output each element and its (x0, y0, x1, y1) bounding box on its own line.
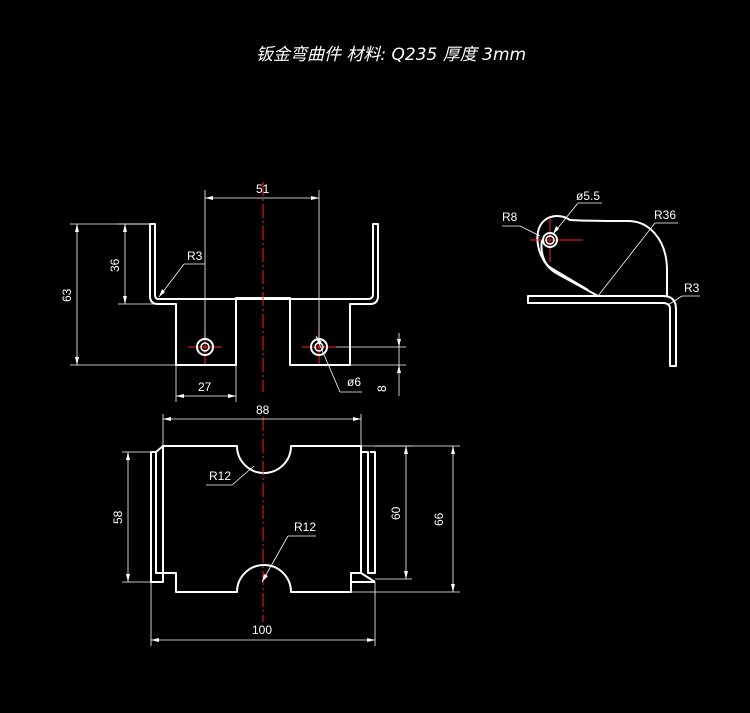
radius-r8-label: R8 (502, 210, 518, 224)
leader-r12-bottom: R12 (261, 520, 316, 583)
dim-63-label: 63 (60, 288, 74, 302)
front-hole-left (188, 330, 222, 364)
dim-66-label: 66 (432, 512, 446, 526)
leader-r8: R8 (502, 210, 541, 237)
dim-58: 58 (111, 451, 151, 583)
dim-63: 63 (60, 223, 176, 366)
leader-d6: ø6 (315, 335, 362, 393)
radius-r3-side-label: R3 (684, 281, 700, 295)
dim-60: 60 (375, 445, 412, 580)
dim-51-label: 51 (256, 182, 270, 196)
side-view-hook-inner (540, 239, 589, 291)
radius-r36-label: R36 (654, 208, 676, 222)
radius-r12-top-label: R12 (209, 469, 231, 483)
dim-100: 100 (150, 582, 376, 646)
side-view: R8 ø5.5 R36 R3 (502, 189, 700, 367)
side-view-hook (536, 215, 668, 297)
dim-8: 8 (336, 333, 406, 396)
leader-r3-side: R3 (667, 281, 700, 306)
drawing-title: 钣金弯曲件 材料: Q235 厚度 3mm (256, 45, 526, 65)
dim-27: 27 (175, 365, 237, 402)
dim-100-label: 100 (252, 623, 272, 637)
front-view: 51 36 63 R3 (60, 182, 406, 402)
plan-view-body (162, 445, 362, 593)
side-hole (530, 218, 583, 262)
plan-view: 88 R12 R12 58 (111, 403, 460, 646)
hole-d6-label: ø6 (347, 375, 361, 389)
radius-r12-bottom-label: R12 (294, 520, 316, 534)
dim-58-label: 58 (111, 510, 125, 524)
leader-d55: ø5.5 (552, 189, 602, 235)
leader-r12-top: R12 (206, 465, 255, 486)
dim-88-label: 88 (256, 403, 270, 417)
plan-view-right-flange (361, 451, 376, 574)
radius-r3-front-label: R3 (187, 249, 203, 263)
leader-r3-front: R3 (158, 249, 205, 298)
hole-d55-label: ø5.5 (576, 189, 600, 203)
dim-51: 51 (204, 182, 320, 340)
side-view-base (527, 295, 677, 367)
front-view-outline (149, 223, 379, 366)
dim-88: 88 (162, 403, 362, 446)
dim-36-label: 36 (108, 258, 122, 272)
plan-view-left-flange (150, 451, 164, 583)
dim-27-label: 27 (198, 380, 212, 394)
dim-60-label: 60 (389, 506, 403, 520)
dim-66: 66 (351, 445, 460, 593)
leader-r36: R36 (597, 208, 678, 297)
dim-8-label: 8 (375, 385, 389, 392)
